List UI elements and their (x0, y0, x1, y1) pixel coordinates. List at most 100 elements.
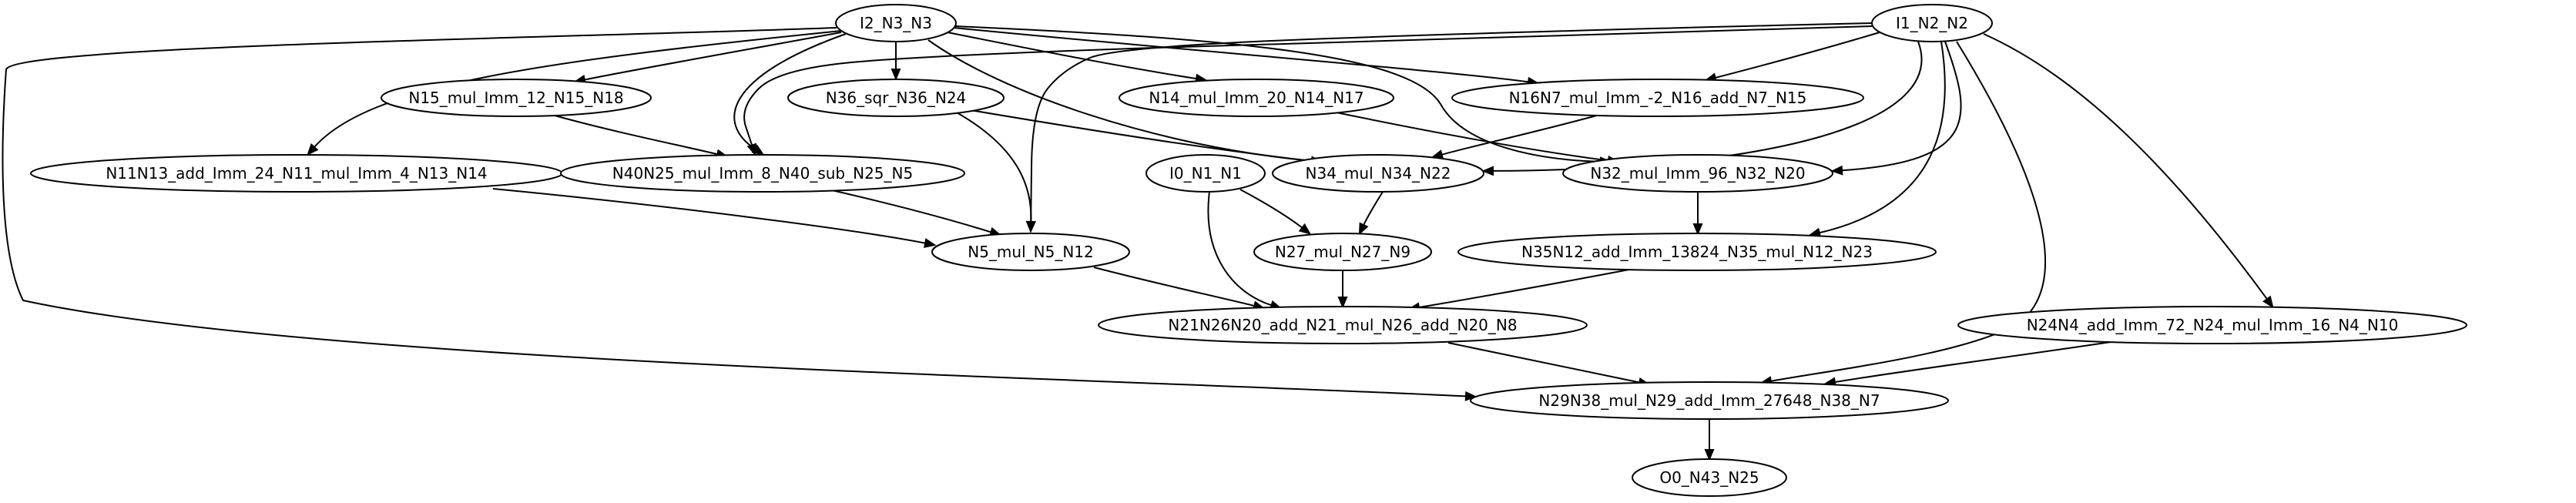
edge-n34-mul-n34-n22-to-n27-mul-n27-n9 (1358, 191, 1384, 236)
node-shape (1632, 458, 1787, 497)
edge-n32-mul-imm-96-n32-n20-to-n35n12-add-imm-13824-n35-mul-n12-n23 (1692, 192, 1703, 236)
node-i1-n2-n2: I1_N2_N2 (1871, 4, 1993, 42)
arrowhead-icon (1464, 391, 1478, 401)
arrowhead-icon (307, 143, 319, 156)
node-n21n26n20-add-n21-mul-n26-add-n20-n8: N21N26N20_add_N21_mul_N26_add_N20_N8 (1098, 306, 1588, 344)
edge-n24n4-add-imm-72-n24-mul-imm-16-n4-n10-to-n29n38-mul-n29-add-imm-27648-n38-n7 (1823, 341, 2111, 387)
node-shape (1098, 306, 1588, 344)
edge-line (1819, 41, 1946, 234)
node-n40n25-mul-imm-8-n40-sub-n25-n5: N40N25_mul_Imm_8_N40_sub_N25_N5 (560, 154, 965, 193)
edge-n40n25-mul-imm-8-n40-sub-n25-n5-to-n5-mul-n5-n12 (831, 189, 1002, 237)
node-n15-mul-imm-12-n15-n18: N15_mul_Imm_12_N15_N18 (381, 79, 652, 117)
arrowhead-icon (2262, 295, 2274, 309)
edge-line (314, 30, 842, 148)
node-n16n7-mul-imm-2-n16-add-n7-n15: N16N7_mul_Imm_-2_N16_add_N7_N15 (1451, 79, 1864, 117)
node-label: N32_mul_Imm_96_N32_N20 (1590, 164, 1805, 183)
edge-line (584, 32, 842, 81)
node-label: N16N7_mul_Imm_-2_N16_add_N7_N15 (1509, 89, 1807, 107)
node-n34-mul-n34-n22: N34_mul_N34_N22 (1272, 154, 1484, 193)
node-n14-mul-imm-20-n14-n17: N14_mul_Imm_20_N14_N17 (1119, 79, 1394, 117)
edge-line (954, 111, 1032, 223)
edge-n27-mul-n27-n9-to-n21n26n20-add-n21-mul-n26-add-n20-n8 (1337, 270, 1348, 309)
arrowhead-icon (1025, 220, 1036, 233)
node-shape (1957, 306, 2467, 344)
node-shape (835, 4, 957, 42)
edge-i1-n2-n2-to-n16n7-mul-imm-2-n16-add-n7-n15 (1704, 32, 1880, 83)
node-i0-n1-n1: I0_N1_N1 (1145, 154, 1266, 193)
edge-i2-n3-n3-to-n11n13-add-imm-24-n11-mul-imm-4-n13-n14 (307, 30, 842, 156)
edge-i2-n3-n3-to-n16n7-mul-imm-2-n16-add-n7-n15 (953, 27, 1540, 87)
edge-line (953, 27, 1529, 83)
node-label: N11N13_add_Imm_24_N11_mul_Imm_4_N13_N14 (106, 164, 487, 183)
node-shape (1145, 154, 1266, 193)
node-shape (560, 154, 965, 193)
node-label: N5_mul_N5_N12 (968, 243, 1094, 261)
edge-line (1332, 111, 1609, 162)
edge-i1-n2-n2-to-n40n25-mul-imm-8-n40-sub-n25-n5 (743, 25, 1873, 156)
edge-n36-sqr-n36-n24-to-n34-mul-n34-n22 (970, 109, 1335, 168)
edge-line (733, 33, 847, 150)
edge-n35n12-add-imm-13824-n35-mul-n12-n23-to-n21n26n20-add-n21-mul-n26-add-n20-n8 (1407, 268, 1634, 313)
edge-line (831, 189, 991, 233)
edge-i1-n2-n2-to-n24n4-add-imm-72-n24-mul-imm-16-n4-n10 (1983, 33, 2274, 309)
node-shape (787, 79, 1005, 117)
edge-line (1030, 22, 1873, 223)
arrowhead-icon (1358, 222, 1369, 236)
arrowhead-icon (1704, 449, 1715, 461)
node-n24n4-add-imm-72-n24-mul-imm-16-n4-n10: N24N4_add_Imm_72_N24_mul_Imm_16_N4_N10 (1957, 306, 2467, 344)
edge-line (1834, 341, 2111, 384)
edge-line (1983, 33, 2268, 300)
arrowhead-icon (1337, 297, 1348, 309)
edge-line (743, 25, 1873, 146)
node-label: I1_N2_N2 (1896, 14, 1968, 32)
edge-n11n13-add-imm-24-n11-mul-imm-4-n13-n14-to-n5-mul-n5-n12 (492, 188, 937, 248)
node-label: N24N4_add_Imm_72_N24_mul_Imm_16_N4_N10 (2027, 316, 2399, 334)
edge-i2-n3-n3-to-n15-mul-imm-12-n15-n18 (573, 32, 842, 85)
edge-n21n26n20-add-n21-mul-n26-add-n20-n8-to-n29n38-mul-n29-add-imm-27648-n38-n7 (1447, 342, 1651, 387)
edge-line (492, 188, 926, 244)
edge-line (554, 115, 718, 156)
node-shape (1253, 233, 1432, 271)
edge-line (970, 109, 1324, 163)
edge-line (954, 25, 1602, 163)
node-label: N40N25_mul_Imm_8_N40_sub_N25_N5 (612, 164, 913, 183)
edge-i1-n2-n2-to-n32-mul-imm-96-n32-n20 (1830, 41, 1962, 176)
node-label: O0_N43_N25 (1659, 468, 1759, 487)
edge-n29n38-mul-n29-add-imm-27648-n38-n7-to-o0-n43-n25 (1704, 419, 1715, 461)
node-label: N36_sqr_N36_N24 (826, 89, 967, 107)
node-label: N21N26N20_add_N21_mul_N26_add_N20_N8 (1168, 316, 1517, 334)
edge-line (1441, 113, 1603, 156)
node-i2-n3-n3: I2_N3_N3 (835, 4, 957, 42)
node-shape (1451, 79, 1864, 117)
edge-n5-mul-n5-n12-to-n21n26n20-add-n21-mul-n26-add-n20-n8 (1093, 267, 1266, 311)
edge-i2-n3-n3-to-n36-sqr-n36-n24 (891, 42, 901, 81)
edge-i2-n3-n3-to-n29n38-mul-n29-add-imm-27648-n38-n7 (2, 27, 1478, 401)
edge-i0-n1-n1-to-n27-mul-n27-n9 (1239, 189, 1312, 235)
node-label: N14_mul_Imm_20_N14_N17 (1149, 89, 1363, 107)
node-label: N29N38_mul_N29_add_Imm_27648_N38_N7 (1538, 391, 1880, 410)
node-n11n13-add-imm-24-n11-mul-imm-4-n13-n14: N11N13_add_Imm_24_N11_mul_Imm_4_N13_N14 (30, 154, 563, 193)
edge-line (1447, 342, 1640, 384)
node-shape (1562, 154, 1833, 193)
arrowhead-icon (924, 238, 937, 248)
edge-line (1418, 268, 1634, 309)
node-n32-mul-imm-96-n32-n20: N32_mul_Imm_96_N32_N20 (1562, 154, 1833, 193)
node-n27-mul-n27-n9: N27_mul_N27_N9 (1253, 233, 1432, 271)
node-o0-n43-n25: O0_N43_N25 (1632, 458, 1787, 497)
node-n5-mul-n5-n12: N5_mul_N5_N12 (931, 233, 1130, 271)
edge-line (1207, 191, 1272, 307)
node-shape (1119, 79, 1394, 117)
arrowhead-icon (1692, 223, 1703, 236)
edge-i1-n2-n2-to-n35n12-add-imm-13824-n35-mul-n12-n23 (1808, 41, 1946, 238)
node-label: I2_N3_N3 (860, 14, 932, 32)
node-shape (931, 233, 1130, 271)
edge-n15-mul-imm-12-n15-n18-to-n40n25-mul-imm-8-n40-sub-n25-n5 (554, 115, 729, 159)
edge-n36-sqr-n36-n24-to-n5-mul-n5-n12 (954, 111, 1036, 233)
node-n35n12-add-imm-13824-n35-mul-n12-n23: N35N12_add_Imm_13824_N35_mul_N12_N23 (1457, 233, 1937, 271)
node-label: N35N12_add_Imm_13824_N35_mul_N12_N23 (1521, 243, 1873, 261)
edge-line (1363, 191, 1384, 226)
node-shape (1470, 381, 1949, 420)
node-n36-sqr-n36-n24: N36_sqr_N36_N24 (787, 79, 1005, 117)
